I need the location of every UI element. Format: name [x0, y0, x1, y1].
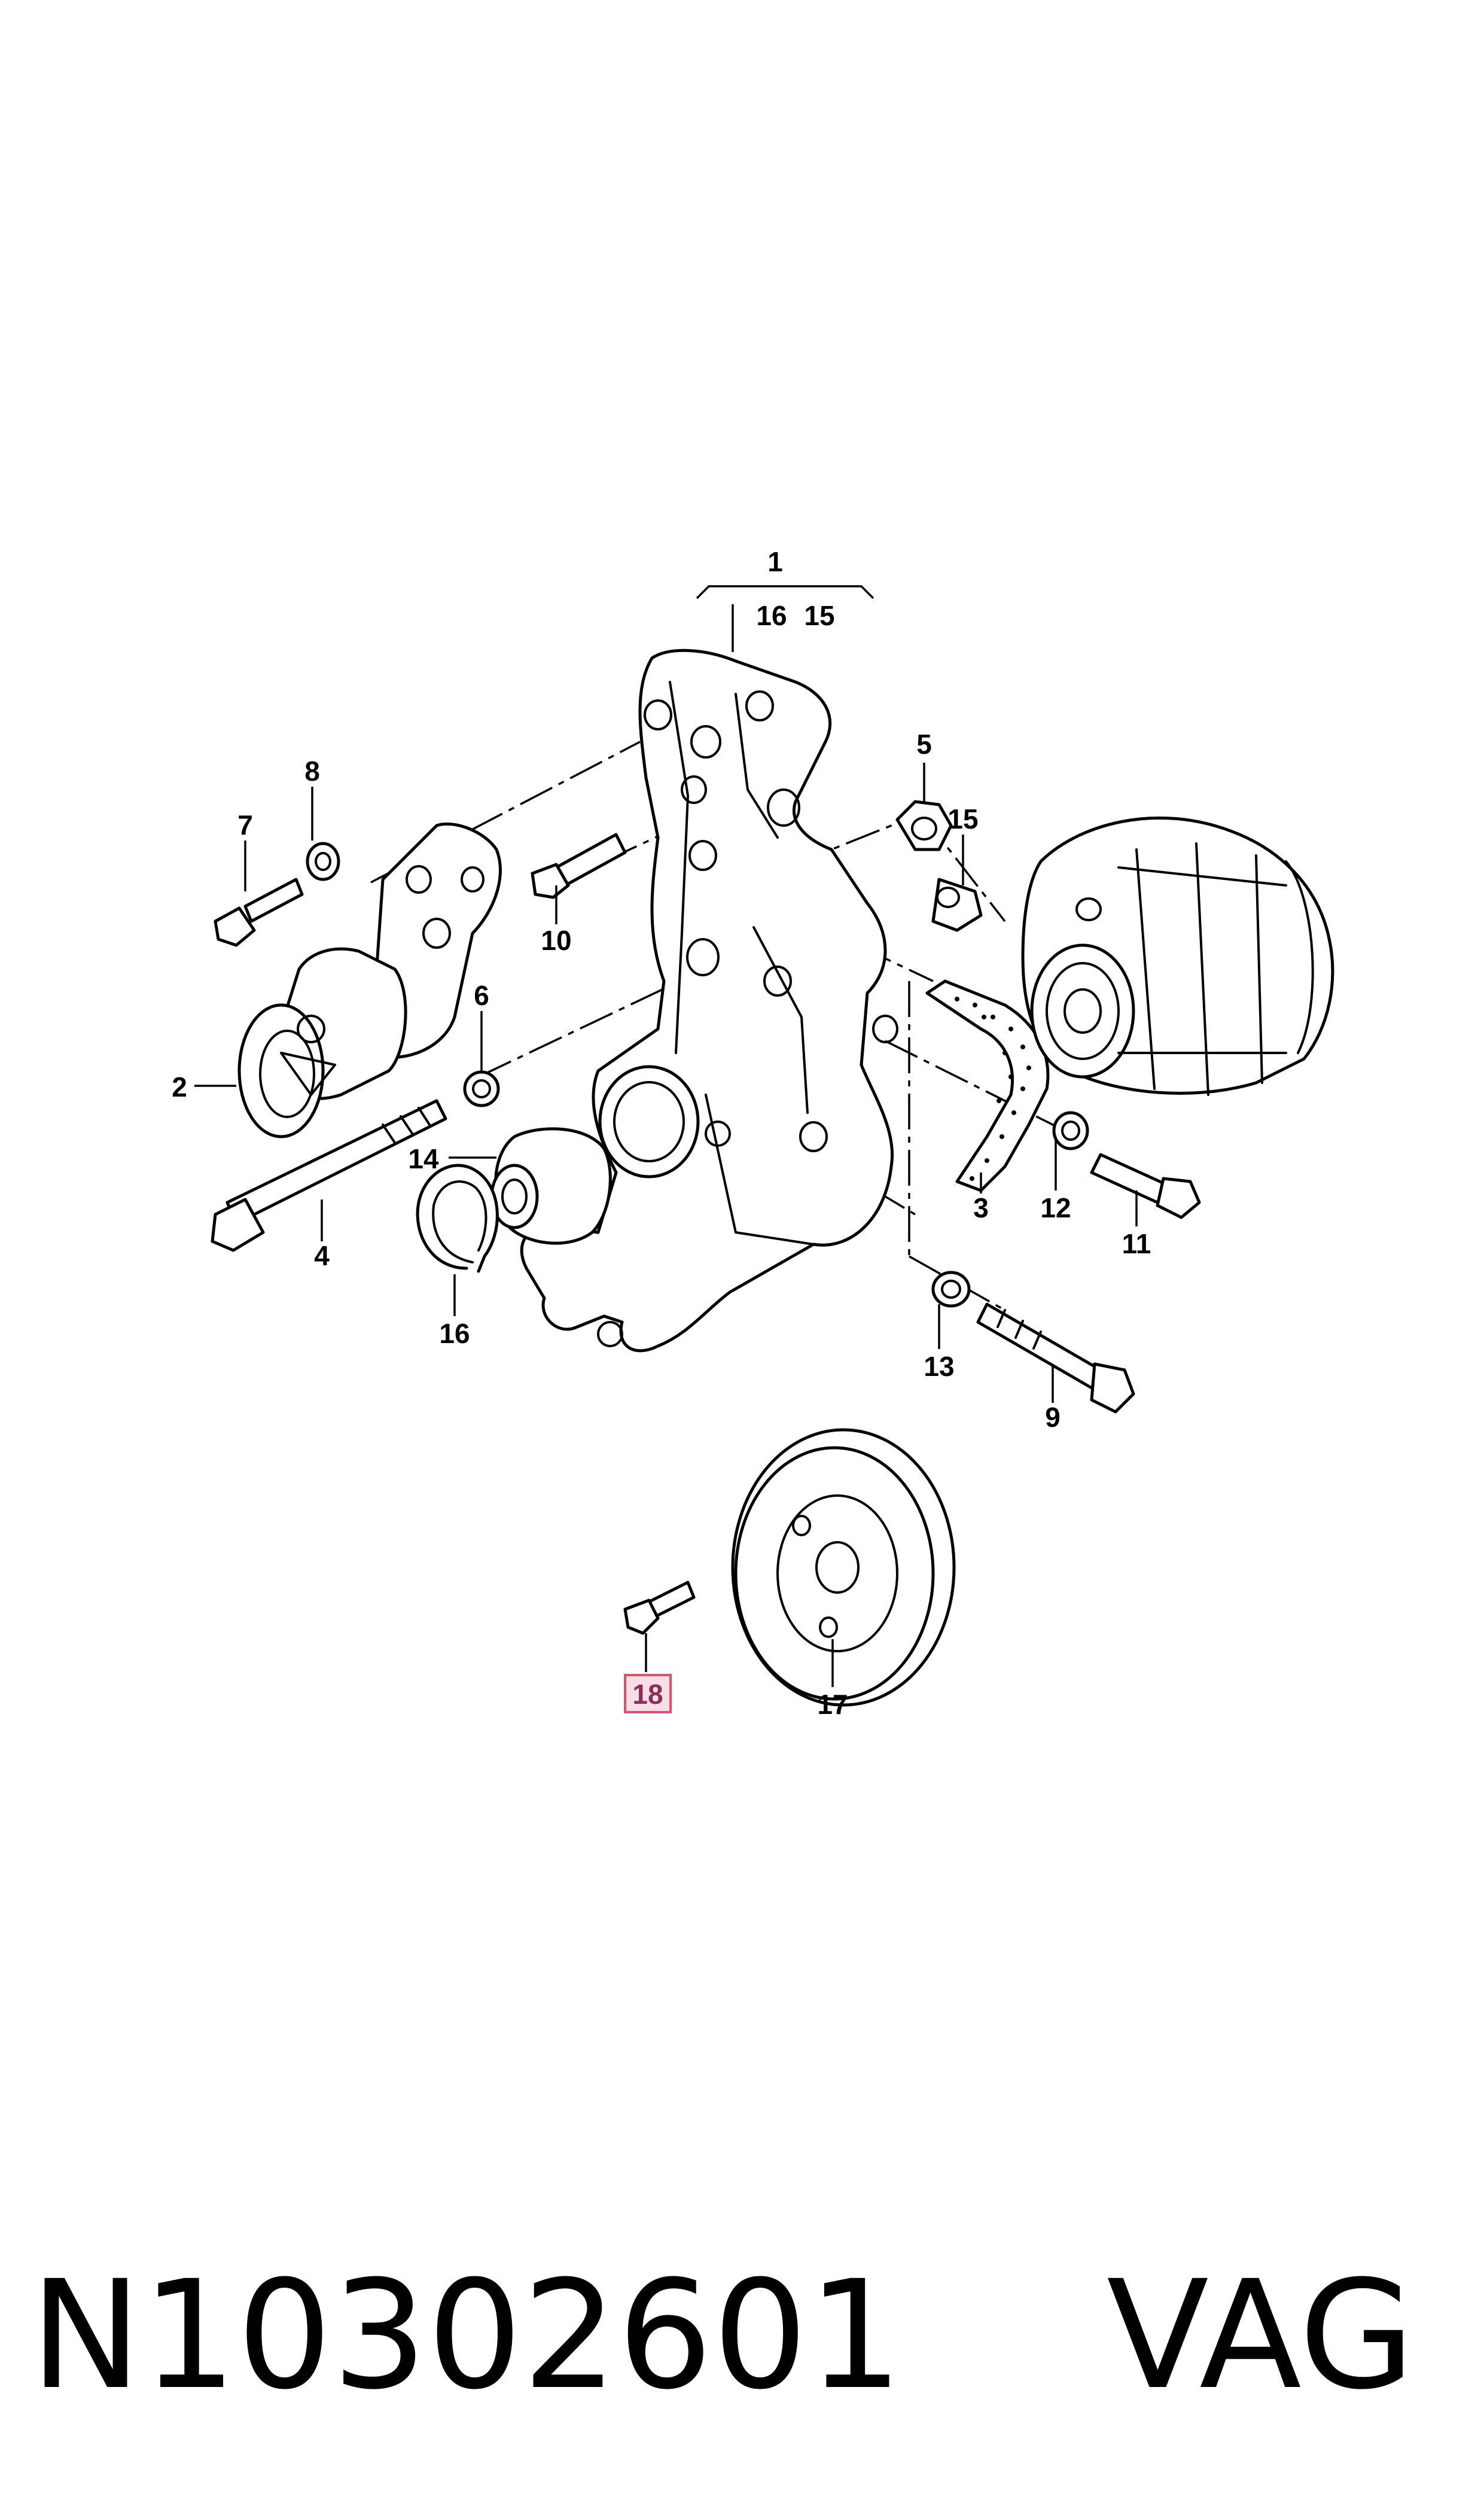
callout-17: 17 [817, 1689, 848, 1720]
bent-strip [925, 979, 1050, 1192]
bolt-18 [623, 1581, 696, 1635]
callout-9: 9 [1045, 1402, 1061, 1433]
washer-8 [306, 842, 340, 881]
callout-12: 12 [1040, 1192, 1071, 1223]
callout-15: 15 [947, 803, 978, 835]
callout-labels: 1 16 15 2 3 4 5 6 7 8 9 10 11 12 13 14 1… [172, 546, 1151, 1720]
callout-2: 2 [172, 1071, 187, 1103]
callout-11: 11 [1122, 1228, 1151, 1259]
callout-5: 5 [916, 729, 932, 760]
callout-3: 3 [973, 1192, 989, 1223]
alternator [1021, 816, 1334, 1096]
bolt-10 [531, 833, 627, 899]
circlip [416, 1164, 499, 1273]
callout-16: 16 [439, 1318, 470, 1349]
callout-1-sub-16: 16 [756, 600, 787, 631]
strip-dot-pattern [955, 997, 1031, 1181]
part-number-caption: N10302601 [30, 2248, 903, 2422]
callout-18: 18 [632, 1679, 663, 1710]
callout-13: 13 [924, 1351, 954, 1382]
callout-6: 6 [474, 980, 489, 1011]
bolt-7 [214, 878, 304, 947]
callout-18-highlight [624, 1674, 672, 1713]
washer-12 [1052, 1111, 1089, 1150]
callout-7: 7 [237, 809, 253, 841]
callout-8: 8 [304, 756, 320, 787]
brand-caption: VAG [1107, 2248, 1415, 2422]
washer-13 [931, 1271, 971, 1308]
nut [895, 800, 953, 851]
callout-10: 10 [541, 925, 571, 956]
callout-14: 14 [408, 1143, 439, 1174]
bolt-9 [976, 1302, 1135, 1414]
sleeve [931, 878, 983, 932]
rubber-bush [490, 1127, 612, 1245]
main-bracket [520, 648, 898, 1353]
long-bolt [211, 1099, 447, 1252]
bolt-11 [1090, 1153, 1201, 1219]
washer-6 [463, 1070, 500, 1107]
leader-lines [194, 585, 1138, 1687]
callout-4: 4 [314, 1240, 330, 1271]
callout-1-sub-15: 15 [804, 600, 834, 631]
callout-1: 1 [767, 546, 783, 577]
tensioner [237, 822, 502, 1138]
pulley [731, 1428, 956, 1707]
